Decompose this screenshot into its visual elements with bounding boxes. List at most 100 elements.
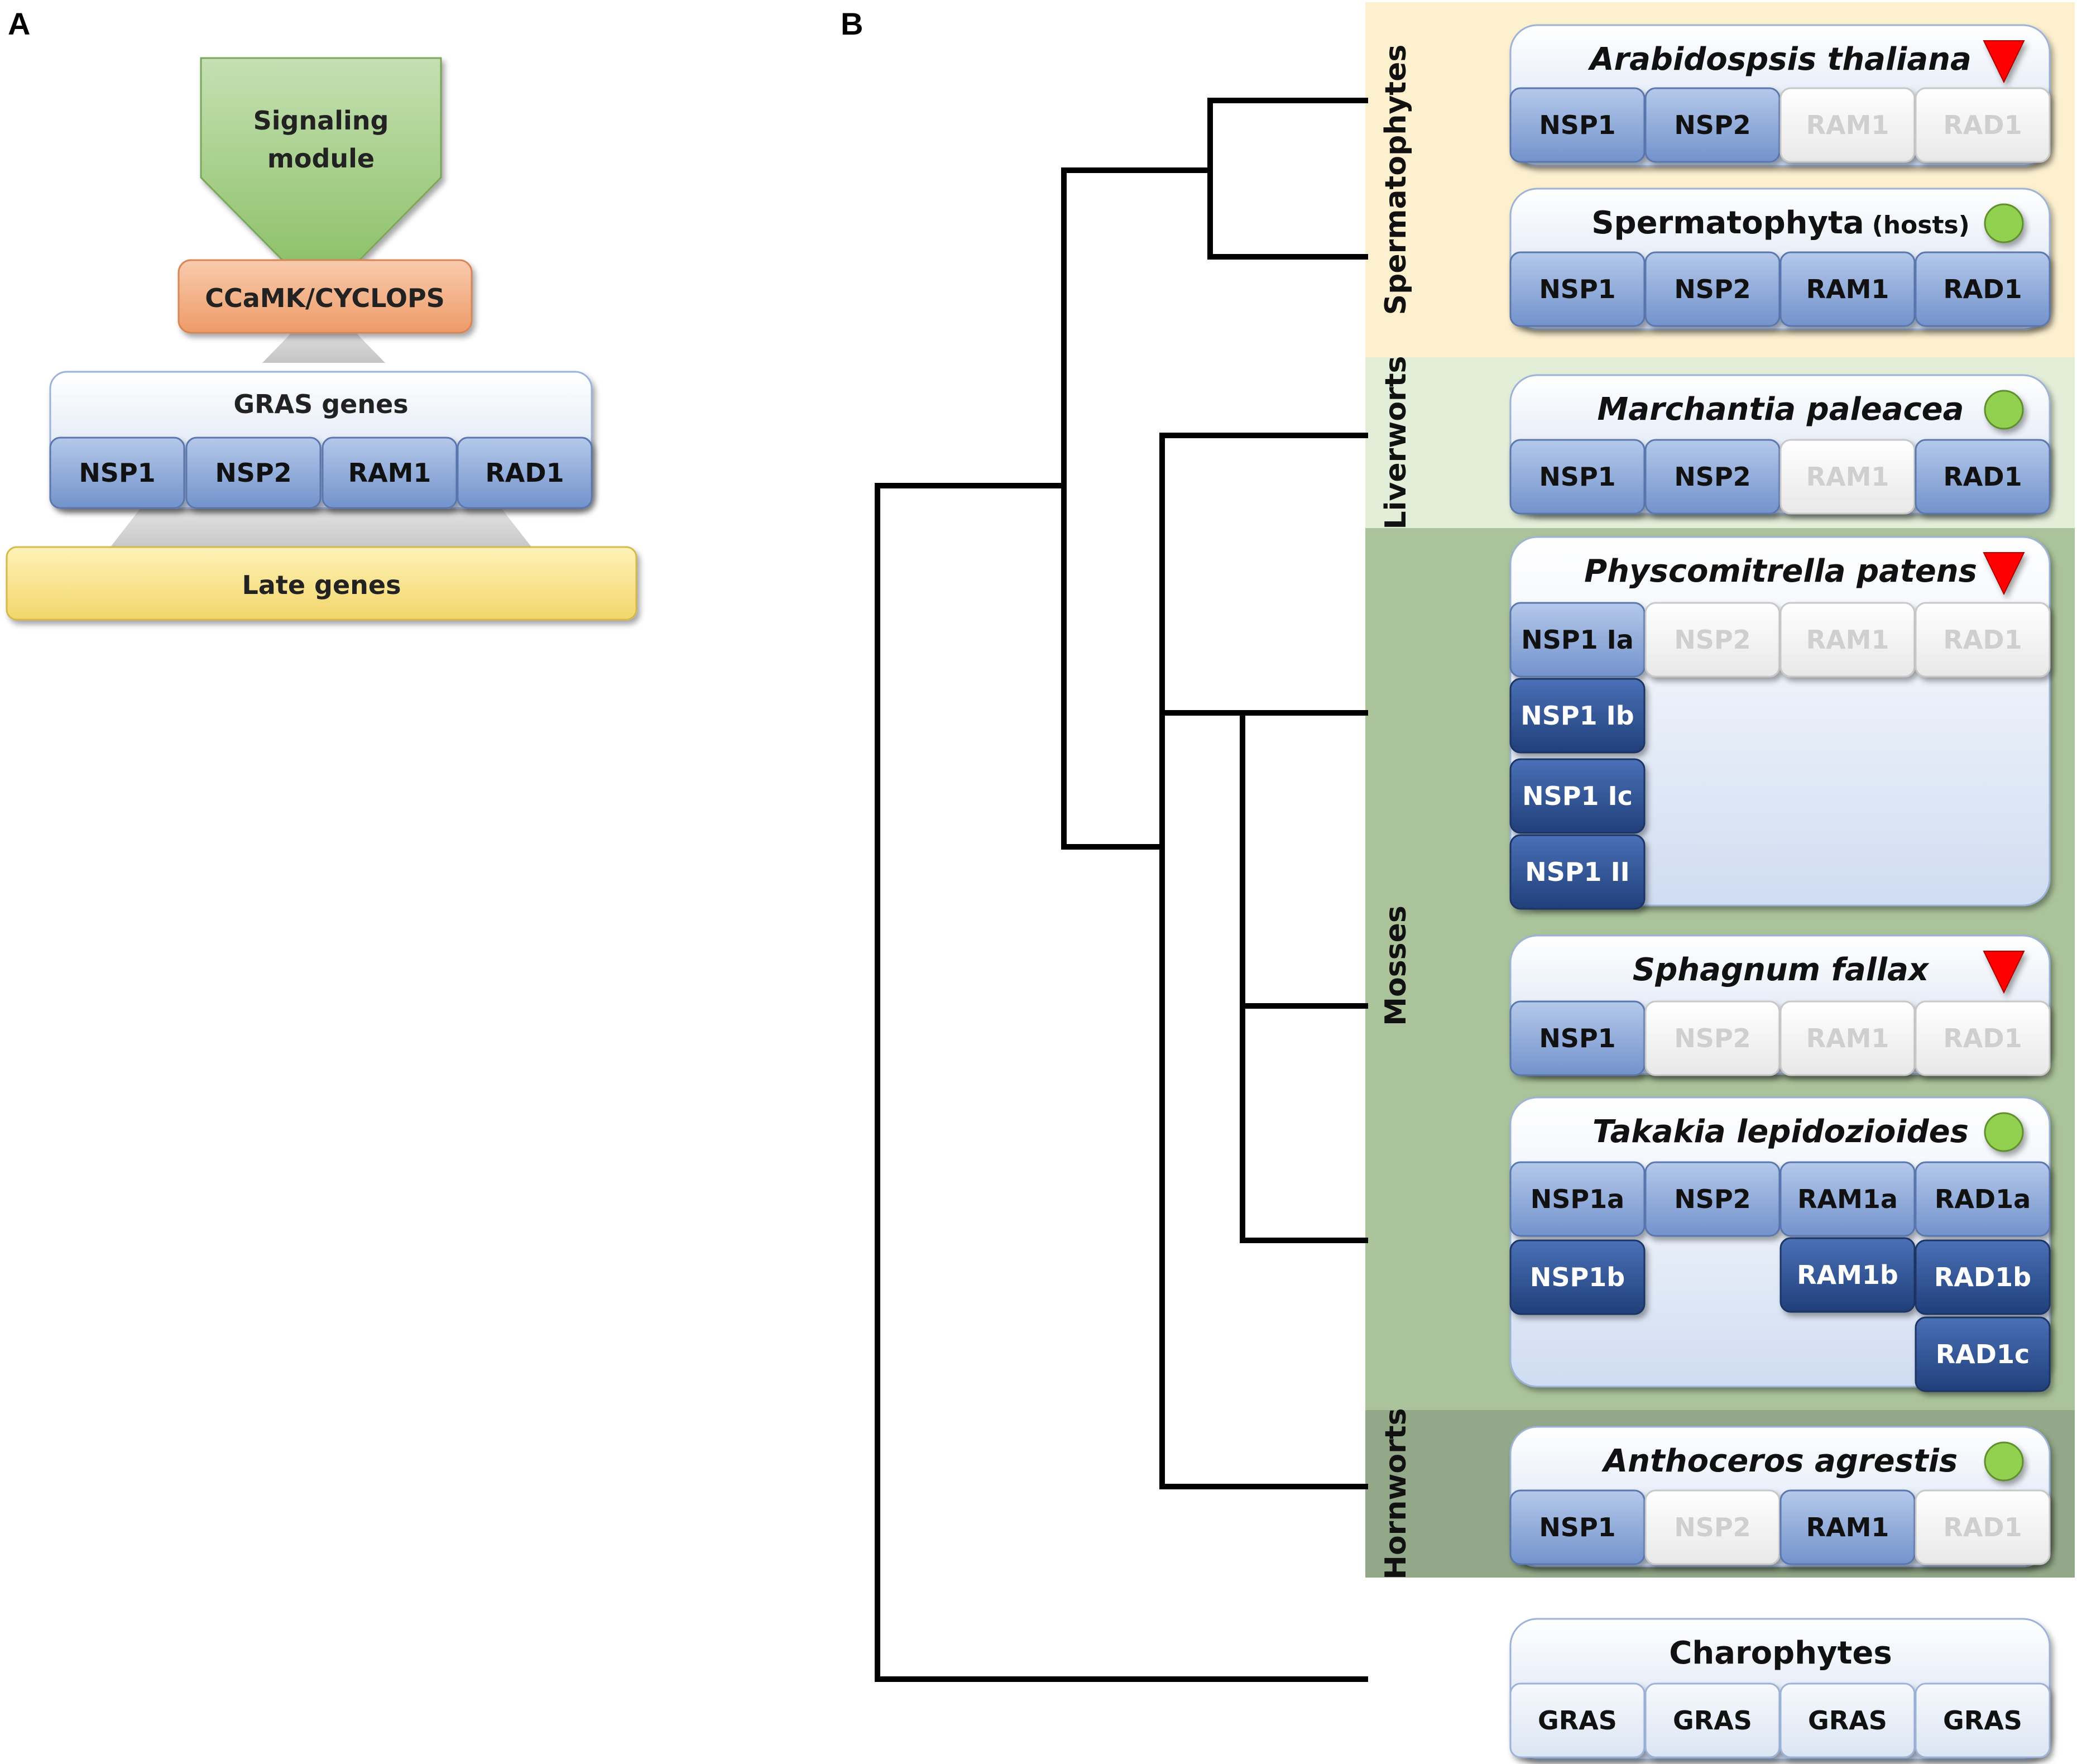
gene-marchantia-ram1-2-tile (1779, 439, 1916, 515)
gene-anthoceros-ram1-2: RAM1 (1779, 1489, 1916, 1565)
tree-branch-land-plants (1061, 167, 1213, 850)
panel-a-gene-nsp1: NSP1 (49, 437, 185, 509)
panel-a-gene-ram1-tile (322, 437, 458, 509)
gene-physcomitrella-nsp1-ii-label: NSP1 II (1525, 857, 1630, 887)
gene-takakia-nsp1b-tile (1509, 1239, 1646, 1315)
gene-sphagnum-nsp1-0-label: NSP1 (1539, 1023, 1615, 1053)
gene-takakia-rad1b-label: RAD1b (1934, 1262, 2031, 1292)
gene-marchantia-rad1-3-label: RAD1 (1943, 462, 2022, 492)
panel-a-gene-rad1-label: RAD1 (485, 458, 564, 488)
signaling-module-label-line2: module (267, 143, 375, 174)
species-name-takakia: Takakia lepidozioides (1592, 1114, 1969, 1150)
gene-sphagnum-ram1-2: RAM1 (1779, 1000, 1916, 1076)
gene-anthoceros-nsp1-0-label: NSP1 (1539, 1512, 1615, 1542)
gene-anthoceros-ram1-2-label: RAM1 (1806, 1512, 1889, 1542)
gene-arabidopsis-ram1-2-label: RAM1 (1806, 110, 1889, 140)
panel-b-label: B (841, 6, 863, 41)
gene-sphagnum-rad1-3-tile (1915, 1000, 2051, 1076)
gene-sphagnum-rad1-3: RAD1 (1915, 1000, 2051, 1076)
gene-sphagnum-nsp1-0: NSP1 (1509, 1000, 1646, 1076)
gene-takakia-rad1b: RAD1b (1915, 1239, 2051, 1315)
late-genes-box (6, 546, 637, 621)
gene-arabidopsis-nsp1-0-tile (1509, 87, 1646, 163)
gene-charophytes-gras-1-label: GRAS (1673, 1705, 1752, 1736)
gene-marchantia-nsp1-0: NSP1 (1509, 439, 1646, 515)
gene-anthoceros-rad1-3-label: RAD1 (1943, 1512, 2022, 1542)
tree-branch-root (875, 483, 1368, 1682)
panel-a-gene-nsp2-label: NSP2 (215, 458, 291, 488)
clade-label-hornworts: Hornworts (1379, 1408, 1413, 1579)
gene-physcomitrella-nsp2-1: NSP2 (1644, 602, 1781, 678)
gene-physcomitrella-nsp1-ib-tile (1509, 678, 1646, 754)
tree-branch-bryophytes (1159, 433, 1368, 1489)
gene-physcomitrella-nsp2-1-tile (1644, 602, 1781, 678)
gene-takakia-nsp1a-0: NSP1a (1509, 1161, 1646, 1237)
species-name-anthoceros-text: Anthoceros agrestis (1601, 1443, 1958, 1479)
gene-physcomitrella-nsp1-ic: NSP1 Ic (1509, 758, 1646, 834)
species-name-arabidopsis-text: Arabidospsis thaliana (1587, 41, 1972, 78)
gene-arabidopsis-rad1-3-label: RAD1 (1943, 110, 2022, 140)
gene-spermatophyta-ram1-2-label: RAM1 (1806, 274, 1889, 304)
gene-takakia-nsp2-1-tile (1644, 1161, 1781, 1237)
species-name-takakia-text: Takakia lepidozioides (1592, 1114, 1969, 1150)
gene-sphagnum-nsp1-0-tile (1509, 1000, 1646, 1076)
gene-charophytes-gras-0: GRAS (1509, 1682, 1646, 1758)
panel-a-gene-nsp1-label: NSP1 (79, 458, 155, 488)
gene-charophytes-gras-3-tile (1915, 1682, 2051, 1758)
gene-charophytes-gras-2-label: GRAS (1808, 1705, 1887, 1736)
gene-spermatophyta-nsp2-1-label: NSP2 (1674, 274, 1750, 304)
green-circle-icon (1984, 1112, 2024, 1152)
gene-sphagnum-nsp2-1: NSP2 (1644, 1000, 1781, 1076)
gene-takakia-ram1a-2-tile (1779, 1161, 1916, 1237)
gene-physcomitrella-rad1-3-label: RAD1 (1943, 625, 2022, 655)
gene-anthoceros-nsp2-1-tile (1644, 1489, 1781, 1565)
gene-takakia-rad1a-3-tile (1915, 1161, 2051, 1237)
species-name-charophytes-text: Charophytes (1669, 1635, 1892, 1671)
gene-spermatophyta-nsp1-0-tile (1509, 251, 1646, 327)
gene-takakia-ram1a-2: RAM1a (1779, 1161, 1916, 1237)
species-name-anthoceros: Anthoceros agrestis (1601, 1443, 1958, 1479)
gene-takakia-rad1a-3: RAD1a (1915, 1161, 2051, 1237)
ccamk-cyclops-label: CCaMK/CYCLOPS (205, 283, 445, 313)
gene-marchantia-rad1-3: RAD1 (1915, 439, 2051, 515)
gene-takakia-rad1c-label: RAD1c (1936, 1339, 2030, 1369)
panel-a-gene-nsp2: NSP2 (185, 437, 322, 509)
phylogenetic-tree (875, 98, 1368, 1682)
green-circle-icon (1984, 203, 2024, 243)
gene-marchantia-nsp2-1-tile (1644, 439, 1781, 515)
gene-takakia-nsp1b-label: NSP1b (1530, 1262, 1625, 1292)
gene-anthoceros-ram1-2-tile (1779, 1489, 1916, 1565)
gene-anthoceros-nsp1-0: NSP1 (1509, 1489, 1646, 1565)
panel-a-gene-rad1-tile (457, 437, 593, 509)
species-name-arabidopsis: Arabidospsis thaliana (1587, 41, 1972, 78)
gene-anthoceros-rad1-3: RAD1 (1915, 1489, 2051, 1565)
gene-charophytes-gras-1-tile (1644, 1682, 1781, 1758)
gene-anthoceros-nsp2-1: NSP2 (1644, 1489, 1781, 1565)
red-triangle-icon (1983, 951, 2025, 994)
connector-triangle-lower (106, 502, 536, 553)
gene-physcomitrella-rad1-3: RAD1 (1915, 602, 2051, 678)
tree-branch-seed-plants (1207, 98, 1368, 260)
species-name-physcomitrella: Physcomitrella patens (1584, 553, 1977, 589)
panel-b: B Spermatophytes Liverworts Mosses Hornw… (841, 2, 2075, 1761)
gene-marchantia-ram1-2: RAM1 (1779, 439, 1916, 515)
gene-takakia-nsp2-1: NSP2 (1644, 1161, 1781, 1237)
gene-takakia-nsp1a-0-tile (1509, 1161, 1646, 1237)
gene-charophytes-gras-0-tile (1509, 1682, 1646, 1758)
gene-marchantia-nsp1-0-label: NSP1 (1539, 462, 1615, 492)
panel-a-gene-nsp2-tile (185, 437, 322, 509)
gene-sphagnum-nsp2-1-tile (1644, 1000, 1781, 1076)
gene-arabidopsis-nsp2-1: NSP2 (1644, 87, 1781, 163)
gene-arabidopsis-nsp1-0-label: NSP1 (1539, 110, 1615, 140)
gene-arabidopsis-ram1-2: RAM1 (1779, 87, 1916, 163)
gene-charophytes-gras-0-label: GRAS (1538, 1705, 1617, 1736)
panel-a-label: A (8, 6, 30, 41)
gene-spermatophyta-nsp1-0-label: NSP1 (1539, 274, 1615, 304)
gene-charophytes-gras-3-label: GRAS (1943, 1705, 2022, 1736)
gene-marchantia-ram1-2-label: RAM1 (1806, 462, 1889, 492)
